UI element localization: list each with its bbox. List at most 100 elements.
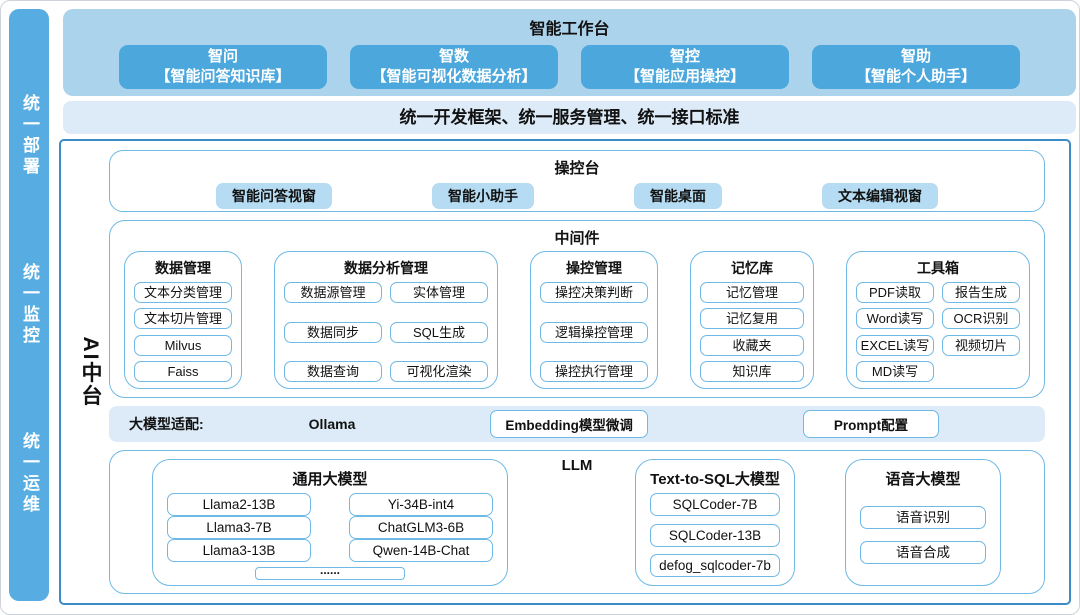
more-models-box: ...... bbox=[255, 564, 405, 580]
mw-item: PDF读取 bbox=[856, 282, 934, 303]
app-name: 智控 bbox=[669, 48, 700, 65]
group-items: 数据源管理 实体管理 数据同步 SQL生成 数据查询 可视化渲染 bbox=[284, 282, 488, 382]
middleware-panel: 中间件 数据管理 文本分类管理 文本切片管理 Milvus Faiss bbox=[109, 220, 1045, 398]
ai-platform-panel: AI中台 操控台 智能问答视窗 智能小助手 智能桌面 文本编辑视窗 中间件 bbox=[59, 139, 1071, 605]
mw-item: 逻辑操控管理 bbox=[540, 321, 648, 343]
console-item-qa-window: 智能问答视窗 bbox=[216, 183, 332, 209]
model-adapter-bar: 大模型适配: Ollama Embedding模型微调 Prompt配置 bbox=[109, 406, 1045, 442]
mw-item: 记忆复用 bbox=[700, 308, 804, 330]
group-items: 语音识别 语音合成 bbox=[860, 493, 986, 577]
app-name: 智助 bbox=[900, 48, 931, 65]
group-title: Text-to-SQL大模型 bbox=[650, 471, 780, 488]
standards-bar: 统一开发框架、统一服务管理、统一接口标准 bbox=[63, 101, 1076, 134]
mw-item: MD读写 bbox=[856, 360, 934, 382]
group-title: 记忆库 bbox=[731, 260, 773, 276]
llm-panel: LLM 通用大模型 Llama2-13B Yi-34B-int4 Llama3-… bbox=[109, 450, 1045, 594]
console-panel: 操控台 智能问答视窗 智能小助手 智能桌面 文本编辑视窗 bbox=[109, 150, 1045, 212]
adapter-item-embedding-finetune: Embedding模型微调 bbox=[490, 410, 648, 438]
app-card-zhishu: 智数 【智能可视化数据分析】 bbox=[350, 45, 558, 89]
mw-item: 数据源管理 bbox=[284, 282, 382, 303]
app-card-zhiwen: 智问 【智能问答知识库】 bbox=[119, 45, 327, 89]
app-subtitle: 【智能可视化数据分析】 bbox=[371, 68, 537, 85]
llm-groups-row: 通用大模型 Llama2-13B Yi-34B-int4 Llama3-7B C… bbox=[152, 459, 1020, 586]
mw-item: 报告生成 bbox=[942, 282, 1020, 303]
group-items: Llama2-13B Yi-34B-int4 Llama3-7B ChatGLM… bbox=[167, 493, 493, 581]
llm-item: Llama3-7B bbox=[167, 516, 311, 539]
group-title: 数据分析管理 bbox=[344, 260, 428, 276]
app-subtitle: 【智能问答知识库】 bbox=[155, 68, 291, 85]
mw-item: Word读写 bbox=[856, 308, 934, 330]
llm-item: Qwen-14B-Chat bbox=[349, 539, 493, 562]
group-memory-library: 记忆库 记忆管理 记忆复用 收藏夹 知识库 bbox=[690, 251, 814, 389]
llm-item: Llama2-13B bbox=[167, 493, 311, 516]
workbench-title: 智能工作台 bbox=[529, 21, 610, 38]
mw-item: 文本切片管理 bbox=[134, 308, 232, 330]
group-data-management: 数据管理 文本分类管理 文本切片管理 Milvus Faiss bbox=[124, 251, 242, 389]
ai-platform-body: 操控台 智能问答视窗 智能小助手 智能桌面 文本编辑视窗 中间件 数据管理 bbox=[109, 150, 1045, 594]
mw-item: 文本分类管理 bbox=[134, 282, 232, 303]
general-llm-grid: Llama2-13B Yi-34B-int4 Llama3-7B ChatGLM… bbox=[167, 493, 493, 562]
middleware-groups-row: 数据管理 文本分类管理 文本切片管理 Milvus Faiss 数据分析管理 bbox=[110, 251, 1044, 391]
workbench-panel: 智能工作台 智问 【智能问答知识库】 智数 【智能可视化数据分析】 智控 【智能… bbox=[63, 9, 1076, 96]
mw-item: 知识库 bbox=[700, 360, 804, 382]
mw-item: 实体管理 bbox=[390, 282, 488, 303]
app-name: 智问 bbox=[207, 48, 238, 65]
group-toolbox: 工具箱 PDF读取 报告生成 Word读写 OCR识别 EXCEL读写 视频切片… bbox=[846, 251, 1030, 389]
group-title: 操控管理 bbox=[566, 260, 622, 276]
group-title: 工具箱 bbox=[917, 260, 959, 276]
middleware-title: 中间件 bbox=[554, 230, 600, 247]
llm-title: LLM bbox=[561, 457, 593, 474]
ai-platform-label: AI中台 bbox=[79, 336, 102, 408]
sidebar-item-operations: 统一运维 bbox=[20, 432, 39, 516]
mw-item: 操控决策判断 bbox=[540, 282, 648, 303]
mw-item: SQL生成 bbox=[390, 321, 488, 343]
group-items: 文本分类管理 文本切片管理 Milvus Faiss bbox=[134, 282, 232, 382]
group-control-management: 操控管理 操控决策判断 逻辑操控管理 操控执行管理 bbox=[530, 251, 658, 389]
group-data-analysis: 数据分析管理 数据源管理 实体管理 数据同步 SQL生成 数据查询 可视化渲染 bbox=[274, 251, 498, 389]
adapter-item-prompt-config: Prompt配置 bbox=[802, 410, 940, 438]
group-items: SQLCoder-7B SQLCoder-13B defog_sqlcoder-… bbox=[650, 493, 780, 577]
mw-item: 操控执行管理 bbox=[540, 361, 648, 382]
workbench-apps-row: 智问 【智能问答知识库】 智数 【智能可视化数据分析】 智控 【智能应用操控】 … bbox=[63, 39, 1076, 89]
mw-item: 数据查询 bbox=[284, 361, 382, 382]
mw-item: 视频切片 bbox=[942, 334, 1020, 356]
app-card-zhizhu: 智助 【智能个人助手】 bbox=[812, 45, 1020, 89]
group-items: PDF读取 报告生成 Word读写 OCR识别 EXCEL读写 视频切片 MD读… bbox=[856, 282, 1020, 382]
llm-item: Yi-34B-int4 bbox=[349, 493, 493, 516]
llm-item: 语音合成 bbox=[860, 541, 986, 565]
app-subtitle: 【智能应用操控】 bbox=[624, 68, 745, 85]
group-voice-llm: 语音大模型 语音识别 语音合成 bbox=[845, 459, 1001, 586]
group-title: 数据管理 bbox=[155, 260, 211, 276]
group-text-to-sql-llm: Text-to-SQL大模型 SQLCoder-7B SQLCoder-13B … bbox=[635, 459, 795, 586]
adapter-label: 大模型适配: bbox=[129, 416, 204, 432]
mw-item: 数据同步 bbox=[284, 321, 382, 343]
group-general-llm: 通用大模型 Llama2-13B Yi-34B-int4 Llama3-7B C… bbox=[152, 459, 508, 586]
console-items-row: 智能问答视窗 智能小助手 智能桌面 文本编辑视窗 bbox=[110, 183, 1044, 209]
llm-item: SQLCoder-13B bbox=[650, 523, 780, 547]
console-item-text-editor: 文本编辑视窗 bbox=[822, 183, 938, 209]
console-title: 操控台 bbox=[554, 160, 600, 177]
app-card-zhikong: 智控 【智能应用操控】 bbox=[581, 45, 789, 89]
app-name: 智数 bbox=[438, 48, 469, 65]
mw-item: 记忆管理 bbox=[700, 282, 804, 303]
mw-item: 可视化渲染 bbox=[390, 361, 488, 382]
app-subtitle: 【智能个人助手】 bbox=[855, 68, 976, 85]
main-column: 智能工作台 智问 【智能问答知识库】 智数 【智能可视化数据分析】 智控 【智能… bbox=[59, 9, 1076, 605]
group-title: 通用大模型 bbox=[292, 471, 368, 488]
mw-item: 收藏夹 bbox=[700, 334, 804, 356]
sidebar-item-monitor: 统一监控 bbox=[20, 263, 39, 347]
adapter-item-ollama: Ollama bbox=[308, 416, 356, 432]
llm-item: ChatGLM3-6B bbox=[349, 516, 493, 539]
mw-item: OCR识别 bbox=[942, 308, 1020, 330]
mw-item: Milvus bbox=[134, 334, 232, 356]
sidebar-item-deploy: 统一部署 bbox=[20, 94, 39, 178]
llm-item: Llama3-13B bbox=[167, 539, 311, 562]
llm-item: SQLCoder-7B bbox=[650, 493, 780, 516]
console-item-assistant: 智能小助手 bbox=[432, 183, 534, 209]
llm-item: 语音识别 bbox=[860, 505, 986, 529]
group-items: 记忆管理 记忆复用 收藏夹 知识库 bbox=[700, 282, 804, 382]
group-items: 操控决策判断 逻辑操控管理 操控执行管理 bbox=[540, 282, 648, 382]
mw-item: Faiss bbox=[134, 360, 232, 382]
unified-ops-sidebar: 统一部署 统一监控 统一运维 bbox=[9, 9, 49, 601]
